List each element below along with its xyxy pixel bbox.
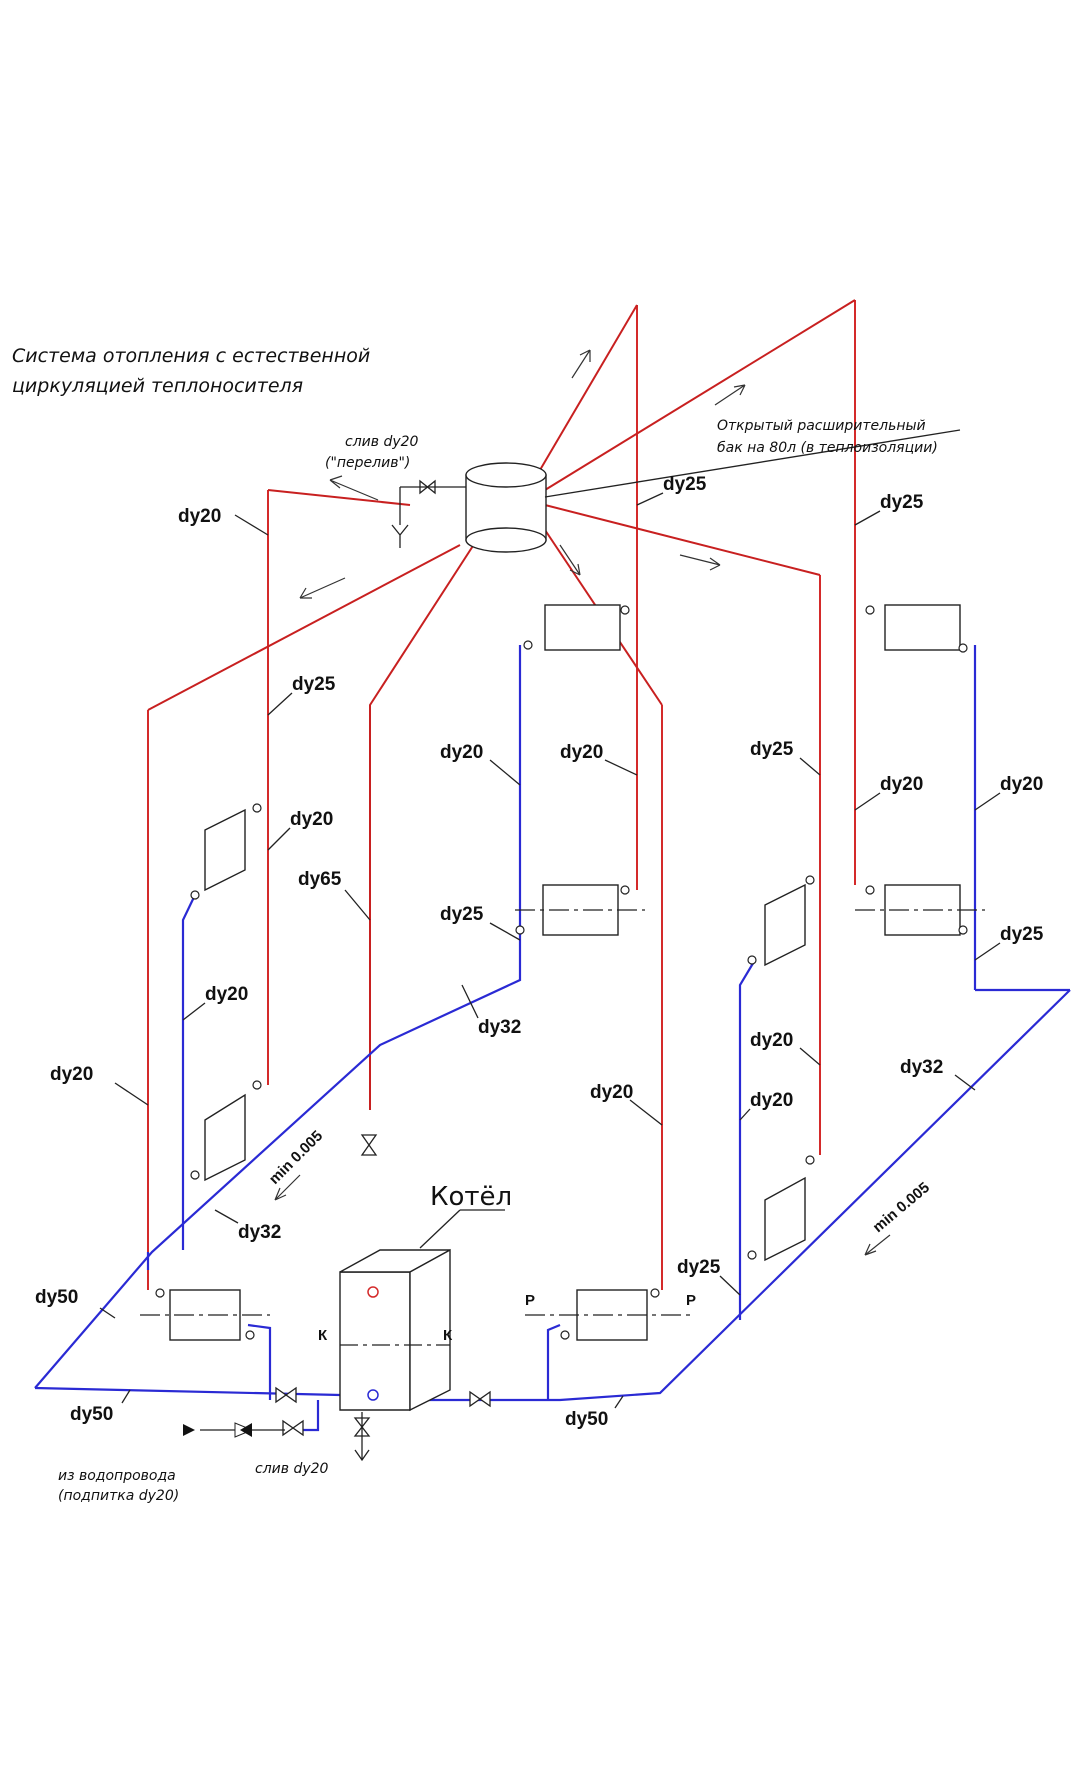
drain-label: слив dy20: [255, 1461, 329, 1477]
radiator-left-lower: [204, 1093, 246, 1182]
title-line-1: Система отопления с естественной: [12, 345, 370, 367]
supply-label-2: (подпитка dy20): [58, 1488, 179, 1504]
pipe-label: dy25: [440, 904, 484, 925]
pipe-label: dy32: [478, 1017, 521, 1038]
title-line-2: циркуляцией теплоносителя: [12, 375, 303, 397]
pipe-label: dy50: [70, 1404, 113, 1425]
pipe-label: dy25: [750, 739, 794, 760]
boiler: [339, 1209, 505, 1412]
pipe-label: dy32: [900, 1057, 943, 1078]
boiler-mark-left: К: [318, 1327, 328, 1344]
supply-label-1: из водопровода: [58, 1468, 176, 1484]
radiator-right-upper: [764, 883, 806, 967]
boiler-mark-right: К: [443, 1327, 453, 1344]
flow-arrows: [299, 349, 746, 599]
pipe-label: dy65: [298, 869, 342, 890]
tank-label-2: бак на 80л (в теплоизоляции): [717, 440, 938, 456]
radiator-center-top: [544, 604, 621, 651]
pipe-label: dy50: [35, 1287, 78, 1308]
tank-label-1: Открытый расширительный: [717, 418, 926, 434]
slope-left-arrow: [274, 1174, 301, 1201]
pipe-label: dy20: [440, 742, 483, 763]
overflow-valve: [391, 479, 466, 548]
pipe-label: dy25: [292, 674, 336, 695]
pipe-label: dy50: [565, 1409, 608, 1430]
pipe-label: dy20: [750, 1030, 793, 1051]
pipe-label: dy20: [1000, 774, 1043, 795]
overflow-label-1: слив dy20: [345, 434, 419, 450]
pipe-label: dy20: [590, 1082, 633, 1103]
pipe-label: dy25: [880, 492, 924, 513]
radiator-left-upper: [204, 808, 246, 892]
mark-p-right: P: [686, 1292, 696, 1309]
mark-p-left: P: [525, 1292, 535, 1309]
pipe-label: dy20: [750, 1090, 793, 1111]
pipe-label: dy20: [178, 506, 221, 527]
pipe-label: dy25: [677, 1257, 721, 1278]
radiator-taps: [155, 605, 968, 1340]
pipe-label: dy20: [880, 774, 923, 795]
pipe-label: dy32: [238, 1222, 281, 1243]
overflow-label-2: ("перелив"): [325, 455, 410, 471]
radiator-right-lower: [764, 1176, 806, 1262]
supply-pipes: [147, 300, 856, 1290]
supply-check-valve: [183, 1412, 370, 1462]
radiators: [140, 604, 985, 1341]
pipe-labels: dy20 dy25 dy20 dy65 dy20 dy20 dy32 dy50 …: [35, 474, 1044, 1430]
pipe-label: dy20: [290, 809, 333, 830]
pipe-label: dy20: [50, 1064, 93, 1085]
pipe-label: dy25: [1000, 924, 1044, 945]
expansion-tank: [465, 429, 961, 553]
radiator-right-top: [884, 604, 961, 651]
slope-right-label: min 0.005: [870, 1179, 933, 1236]
slope-right-arrow: [864, 1234, 891, 1256]
boiler-label: Котёл: [430, 1182, 512, 1212]
pipe-label: dy20: [560, 742, 603, 763]
pipe-label: dy25: [663, 474, 707, 495]
pipe-label: dy20: [205, 984, 248, 1005]
